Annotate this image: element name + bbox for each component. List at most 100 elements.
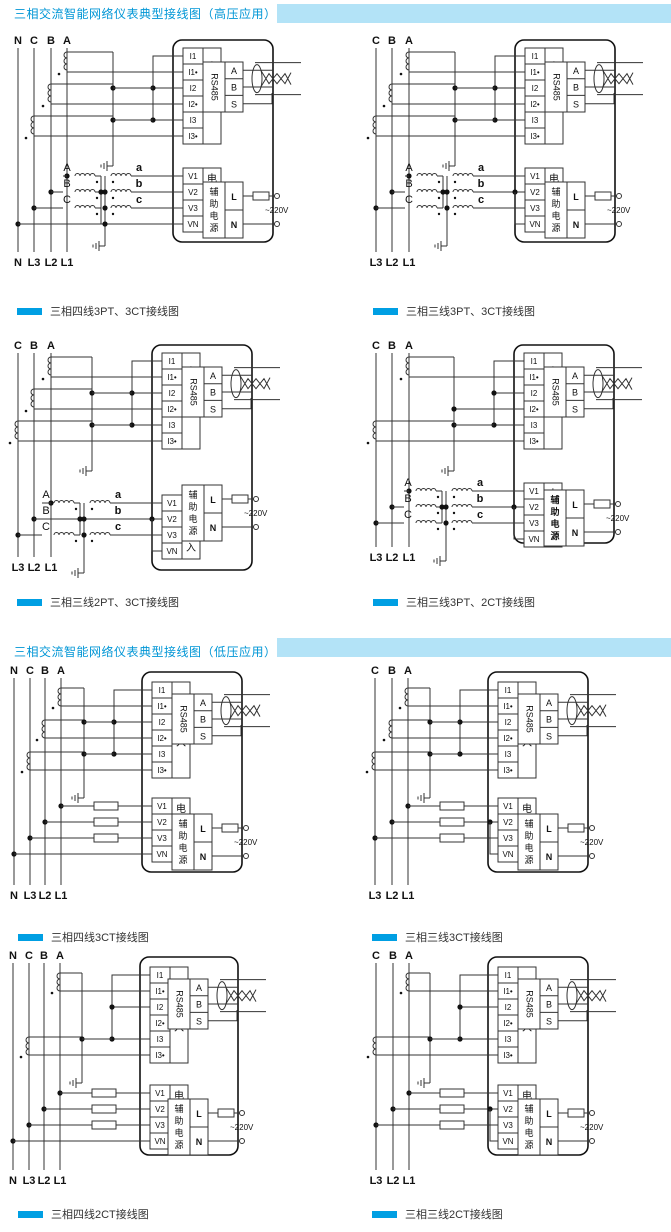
voltage-terminal-label: V2 bbox=[188, 188, 198, 197]
bus-bottom-label: L2 bbox=[45, 257, 58, 269]
polarity-dot bbox=[365, 770, 369, 774]
junction-dot bbox=[102, 205, 108, 211]
bus-bottom-label: L1 bbox=[402, 890, 415, 902]
pt-secondary-label: c bbox=[115, 521, 121, 533]
polarity-dot bbox=[41, 104, 45, 108]
bus-top-label: B bbox=[388, 665, 396, 677]
rs485-wire-s bbox=[558, 1010, 588, 1022]
voltage-terminal-label: V2 bbox=[167, 515, 177, 524]
aux-power-label: 辅 bbox=[550, 494, 559, 505]
caption-marker bbox=[18, 1210, 43, 1218]
voltage-terminal-label: V3 bbox=[503, 834, 513, 843]
voltage-group-label: 入 bbox=[186, 543, 196, 554]
terminal-icon bbox=[239, 1110, 245, 1116]
pt-primary-label: C bbox=[42, 521, 50, 533]
bus-top-label: B bbox=[388, 35, 396, 47]
voltage-terminal-label: V3 bbox=[157, 834, 167, 843]
bus-top-label: B bbox=[41, 665, 49, 677]
shield-icon bbox=[220, 696, 232, 726]
pt-coil-icon bbox=[110, 189, 132, 193]
pt-primary-label: C bbox=[404, 509, 412, 521]
caption-marker bbox=[373, 307, 398, 315]
bus-top-label: N bbox=[10, 665, 18, 677]
current-terminal-label: I1• bbox=[503, 702, 513, 711]
fuse-icon bbox=[567, 1108, 585, 1118]
current-terminal-label: I1 bbox=[169, 357, 176, 366]
terminal-icon bbox=[253, 524, 259, 530]
polarity-dot bbox=[90, 539, 94, 543]
ct-coil-icon bbox=[41, 719, 46, 739]
caption-marker bbox=[372, 1210, 397, 1218]
current-terminal-label: I2 bbox=[159, 718, 166, 727]
rs485-terminal-label: S bbox=[572, 404, 578, 414]
junction-dot bbox=[77, 516, 83, 522]
voltage-group-label: 电 bbox=[176, 802, 186, 815]
shield-icon bbox=[566, 981, 578, 1011]
bus-bottom-label: L2 bbox=[28, 562, 41, 574]
polarity-dot bbox=[453, 212, 457, 216]
pt-primary-label: B bbox=[42, 505, 49, 517]
polarity-dot bbox=[399, 991, 403, 995]
fuse-icon bbox=[439, 1104, 465, 1114]
wiring-diagram-3p4w-3pt-3ct: NCBANL3L2L1I1I1•I2I2•I3I3•电流输入V1V2V3VN电压… bbox=[14, 35, 301, 269]
pt-coil-icon bbox=[416, 205, 438, 209]
aux-terminal-label: N bbox=[573, 220, 580, 230]
pt-secondary-label: a bbox=[477, 477, 484, 489]
aux-power-label: 电 bbox=[551, 210, 560, 221]
supply-voltage-label: ~220V bbox=[230, 1123, 254, 1132]
terminal-icon bbox=[589, 1138, 595, 1144]
fuse-icon bbox=[93, 833, 119, 843]
bus-top-label: C bbox=[372, 35, 380, 47]
bus-top-label: B bbox=[388, 340, 396, 352]
rs485-label: RS485 bbox=[525, 990, 535, 1018]
aux-power-label: 辅 bbox=[188, 489, 197, 500]
bus-top-label: A bbox=[63, 35, 71, 47]
vn-wire bbox=[489, 1109, 498, 1142]
ct-coil-icon bbox=[372, 420, 377, 440]
bus-bottom-label: L3 bbox=[23, 1175, 36, 1187]
current-terminal-label: I2• bbox=[157, 734, 167, 743]
pt-coil-icon bbox=[451, 488, 473, 492]
aux-power-label: 电 bbox=[174, 1127, 183, 1138]
pt-coil-icon bbox=[74, 205, 96, 209]
caption-text: 三相三线3PT、2CT接线图 bbox=[406, 597, 535, 609]
voltage-terminal-label: V1 bbox=[529, 487, 539, 496]
current-terminal-label: I2• bbox=[503, 1019, 513, 1028]
vn-wire bbox=[489, 822, 498, 855]
aux-power-label: 电 bbox=[524, 842, 533, 853]
rs485-terminal-label: S bbox=[546, 1016, 552, 1026]
polarity-dot bbox=[452, 495, 456, 499]
current-terminal-label: I1 bbox=[505, 971, 512, 980]
junction-dot bbox=[440, 189, 446, 195]
current-terminal-label: I1• bbox=[530, 68, 540, 77]
bus-bottom-label: L1 bbox=[403, 257, 416, 269]
ct-coil-icon bbox=[26, 751, 31, 771]
rs485-terminal-label: A bbox=[546, 698, 552, 708]
current-terminal-label: I1• bbox=[157, 702, 167, 711]
aux-power-label: 助 bbox=[524, 1115, 533, 1126]
pt-coil-icon bbox=[110, 205, 132, 209]
pt-primary-label: C bbox=[405, 194, 413, 206]
pt-coil-icon bbox=[415, 504, 437, 508]
fuse-icon bbox=[439, 833, 465, 843]
polarity-dot bbox=[74, 539, 78, 543]
bus-bottom-label: L2 bbox=[386, 890, 399, 902]
fuse-icon bbox=[594, 191, 612, 201]
voltage-terminal-label: V3 bbox=[167, 531, 177, 540]
wiring-diagram-3p3w-2pt-3ct: CBAL3L2L1I1I1•I2I2•I3I3•电流输入V1V2V3VN电压输入… bbox=[8, 340, 280, 578]
polarity-dot bbox=[437, 180, 441, 184]
rs485-terminal-label: B bbox=[546, 715, 552, 725]
pt-secondary-label: b bbox=[136, 178, 143, 190]
polarity-dot bbox=[436, 511, 440, 515]
ct-coil-icon bbox=[405, 51, 410, 71]
twisted-pair-icon bbox=[229, 702, 261, 719]
caption-marker bbox=[17, 598, 42, 606]
current-terminal-label: I3 bbox=[505, 1035, 512, 1044]
bus-top-label: C bbox=[26, 665, 34, 677]
voltage-terminal-label: VN bbox=[529, 220, 540, 229]
vn-wire bbox=[513, 507, 524, 540]
bus-top-label: N bbox=[14, 35, 22, 47]
bus-bottom-label: L1 bbox=[61, 257, 74, 269]
bus-top-label: C bbox=[371, 665, 379, 677]
aux-power-label: 助 bbox=[209, 198, 218, 209]
